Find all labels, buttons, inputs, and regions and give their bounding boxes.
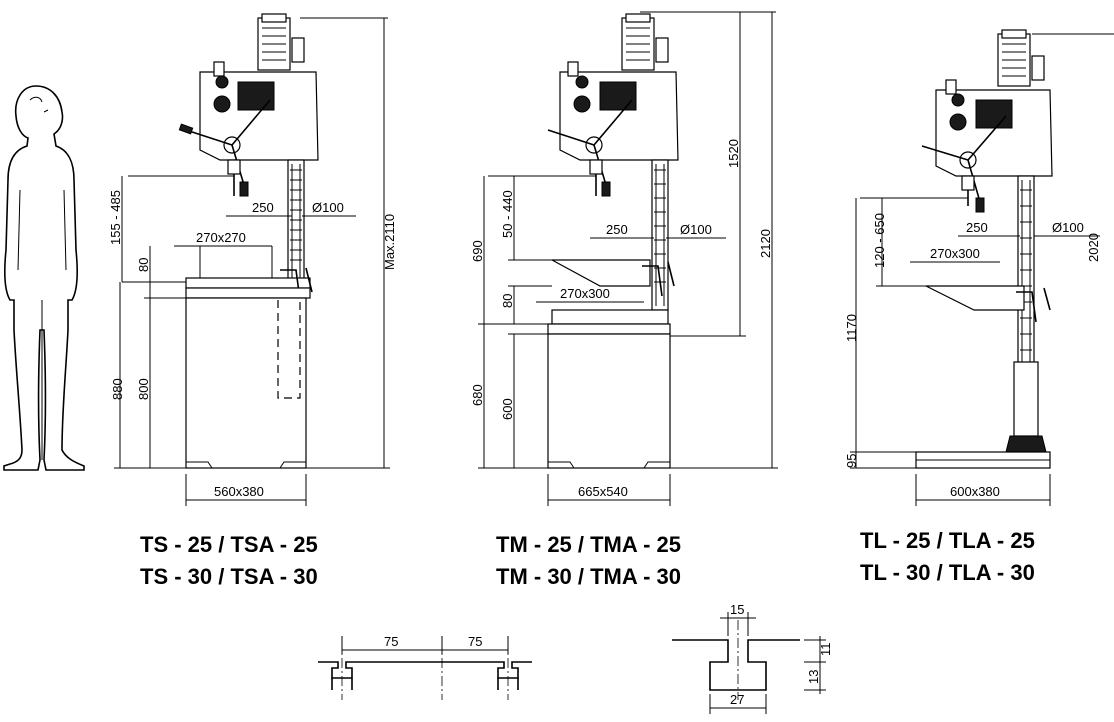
- tl-table-height-label: 1170: [844, 314, 859, 342]
- tl-reach-label: 250: [966, 220, 988, 235]
- tl-total-height-label: 2020: [1086, 233, 1101, 262]
- t-slot-detail: 15 11 13 27: [672, 602, 833, 714]
- tm-caption-line1: TM - 25 / TMA - 25: [496, 532, 681, 557]
- ts-height-label: Max.2110: [382, 214, 397, 270]
- slot-top-depth-label: 11: [818, 643, 833, 657]
- ts-base-height-label: 880: [110, 378, 125, 400]
- ts-spindle-range-label: 155 - 485: [108, 190, 123, 245]
- column: [651, 159, 669, 311]
- tm-total-height-label: 2120: [758, 229, 773, 258]
- drill-press-ts: Max.2110 155 - 485 80 880 800 250 Ø100 2…: [108, 13, 397, 589]
- slot-spacing-right-label: 75: [468, 634, 482, 649]
- table-slot-section: 75 75: [318, 634, 532, 700]
- tm-table-height-label: 690: [470, 240, 485, 262]
- ts-cabinet-height-label: 800: [136, 378, 151, 400]
- tm-base-height-label: 680: [470, 384, 485, 406]
- work-table: [551, 259, 651, 287]
- base-cabinet: [185, 297, 307, 469]
- slot-bottom-width-label: 27: [730, 692, 744, 707]
- tm-table-size-label: 270x300: [560, 286, 610, 301]
- tl-column-diameter-label: Ø100: [1052, 220, 1084, 235]
- ts-table-size-label: 270x270: [196, 230, 246, 245]
- tm-spindle-range-label: 50 - 440: [500, 190, 515, 238]
- base-cabinet: [547, 333, 671, 469]
- tm-column-diameter-label: Ø100: [680, 222, 712, 237]
- tl-table-size-label: 270x300: [930, 246, 980, 261]
- drill-press-tm: 1520 2120 50 - 440 690 80 680 600 250 Ø1…: [470, 11, 778, 589]
- tm-caption-line2: TM - 30 / TMA - 30: [496, 564, 681, 589]
- tm-head-height-label: 1520: [726, 139, 741, 168]
- drill-press-tl: 2020 120 - 650 1170 95 250 Ø100 270x300 …: [844, 29, 1114, 585]
- tl-base-size-label: 600x380: [950, 484, 1000, 499]
- ts-table-thickness-label: 80: [136, 258, 151, 272]
- tl-base-height-label: 95: [844, 454, 859, 468]
- ts-column-diameter-label: Ø100: [312, 200, 344, 215]
- slot-spacing-left-label: 75: [384, 634, 398, 649]
- tl-caption-line2: TL - 30 / TLA - 30: [860, 560, 1035, 585]
- tm-table-thickness-label: 80: [500, 294, 515, 308]
- slot-bottom-depth-label: 13: [806, 670, 821, 684]
- work-table: [925, 285, 1025, 311]
- slot-top-width-label: 15: [730, 602, 744, 617]
- ts-reach-label: 250: [252, 200, 274, 215]
- ts-caption-line2: TS - 30 / TSA - 30: [140, 564, 318, 589]
- tm-reach-label: 250: [606, 222, 628, 237]
- tm-cabinet-height-label: 600: [500, 398, 515, 420]
- column: [287, 159, 305, 283]
- tl-caption-line1: TL - 25 / TLA - 25: [860, 528, 1035, 553]
- human-scale-figure: [3, 85, 85, 471]
- tl-spindle-range-label: 120 - 650: [872, 213, 887, 268]
- tm-base-size-label: 665x540: [578, 484, 628, 499]
- ts-caption-line1: TS - 25 / TSA - 25: [140, 532, 318, 557]
- ts-base-size-label: 560x380: [214, 484, 264, 499]
- work-table: [185, 277, 311, 289]
